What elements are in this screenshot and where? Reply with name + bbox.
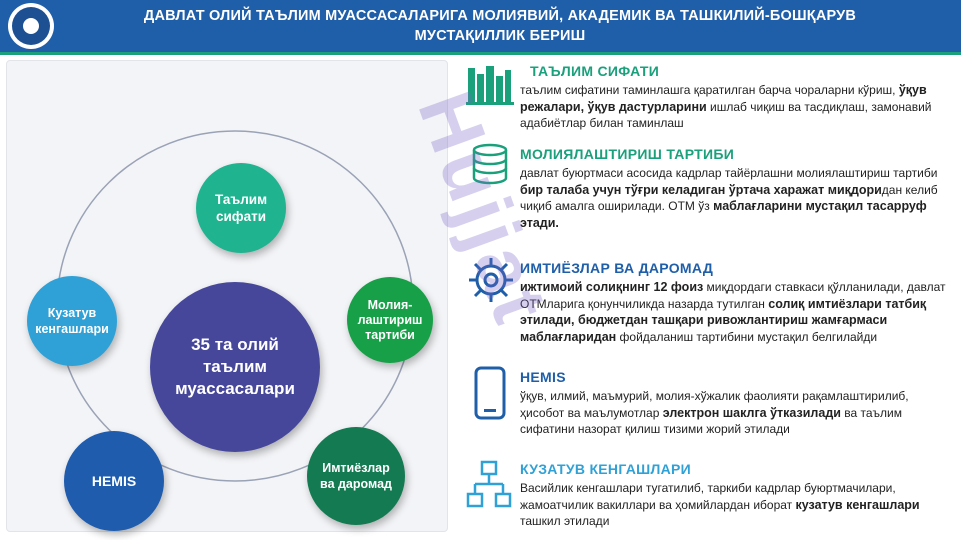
section-text: дан келиб чиқиб амалга оширилади. ОТМ ўз xyxy=(520,182,938,214)
section-title: КУЗАТУВ КЕНГАШЛАРИ xyxy=(520,461,692,477)
section-title: МОЛИЯЛАШТИРИШ ТАРТИБИ xyxy=(520,146,735,162)
node-moliyalashtirish: Молия- лаштириш тартиби xyxy=(347,277,433,363)
section-text: Васийлик кенгашлари тугатилиб, таркиби к… xyxy=(520,481,896,512)
header-bar: ДАВЛАТ ОЛИЙ ТАЪЛИМ МУАССАСАЛАРИГА МОЛИЯВ… xyxy=(0,0,961,52)
section-text: миқдордаги ставкаси қўлланилади, давлат … xyxy=(520,280,946,311)
section-text: давлат буюртмаси асосида кадрлар тайёрла… xyxy=(520,166,938,180)
section-text-bold: маблағларини мустақил тасарруф этади. xyxy=(520,199,927,230)
section-moliyalashtirish: МОЛИЯЛАШТИРИШ ТАРТИБИ давлат буюртмаси а… xyxy=(520,146,950,231)
node-hemis: HEMIS xyxy=(64,431,164,531)
section-text-bold: электрон шаклга ўтказилади xyxy=(662,405,841,420)
section-talim-sifati: ТАЪЛИМ СИФАТИ таълим сифатини таминлашга… xyxy=(520,63,950,132)
org-chart-icon xyxy=(466,460,512,508)
center-node-label: 35 та олий таълим муассасалари xyxy=(175,335,295,398)
section-text: ўқув, илмий, маъмурий, молия-хўжалик фао… xyxy=(520,389,909,420)
title-line-2: МУСТАҚИЛЛИК БЕРИШ xyxy=(414,28,586,44)
section-text: фойдаланиш тартибини мустақил белгилайди xyxy=(616,329,878,344)
section-body: давлат буюртмаси асосида кадрлар тайёрла… xyxy=(520,165,950,231)
gear-icon xyxy=(469,258,513,302)
header-divider xyxy=(0,52,961,55)
section-body: таълим сифатини таминлашга қаратилган ба… xyxy=(520,82,950,132)
section-hemis: HEMIS ўқув, илмий, маъмурий, молия-хўжал… xyxy=(520,369,950,438)
section-text: ишлаб чиқиш ва тасдиқлаш, замонавий адаб… xyxy=(520,99,932,131)
center-node: 35 та олий таълим муассасалари xyxy=(150,282,320,452)
books-icon xyxy=(466,66,514,105)
page-title: ДАВЛАТ ОЛИЙ ТАЪЛИМ МУАССАСАЛАРИГА МОЛИЯВ… xyxy=(60,6,940,46)
node-kuzatuv-kengashlari: Кузатув кенгашлари xyxy=(27,276,117,366)
node-label: Молия- лаштириш тартиби xyxy=(357,297,423,342)
section-text-bold: бир талаба учун тўғри келадиган ўртача х… xyxy=(520,182,882,197)
title-line-1: ДАВЛАТ ОЛИЙ ТАЪЛИМ МУАССАСАЛАРИГА МОЛИЯВ… xyxy=(143,8,857,24)
section-title: ТАЪЛИМ СИФАТИ xyxy=(530,63,660,79)
node-label: Имтиёзлар ва даромад xyxy=(320,461,392,491)
node-talim-sifati: Таълим сифати xyxy=(196,163,286,253)
section-text-bold: солиқ имтиёзлари татбиқ этилади, бюджетд… xyxy=(520,296,927,344)
section-text-bold: кузатув кенгашлари xyxy=(795,497,920,512)
section-title: ИМТИЁЗЛАР ВА ДАРОМАД xyxy=(520,260,714,276)
section-text-bold: ўқув режалари, ўқув дастурларини xyxy=(520,83,927,114)
phone-icon xyxy=(474,366,506,420)
diagram-panel: 35 та олий таълим муассасалари Таълим си… xyxy=(6,60,448,532)
section-imtiyozlar: ИМТИЁЗЛАР ВА ДАРОМАД ижтимоий солиқнинг … xyxy=(520,260,950,345)
coins-icon xyxy=(472,143,508,185)
section-kuzatuv: КУЗАТУВ КЕНГАШЛАРИ Васийлик кенгашлари т… xyxy=(520,461,950,530)
node-label: HEMIS xyxy=(91,473,137,489)
section-title: HEMIS xyxy=(520,369,566,385)
section-text: ва таълим сифатини назорат қилиш тизими … xyxy=(520,405,903,437)
node-imtiyozlar: Имтиёзлар ва даромад xyxy=(307,427,405,525)
section-body: ўқув, илмий, маъмурий, молия-хўжалик фао… xyxy=(520,388,950,438)
ministry-logo xyxy=(8,3,54,49)
section-text-bold: ижтимоий солиқнинг 12 фоиз xyxy=(520,280,704,294)
node-label: Таълим сифати xyxy=(214,192,268,224)
section-body: ижтимоий солиқнинг 12 фоиз миқдордаги ст… xyxy=(520,279,950,345)
section-body: Васийлик кенгашлари тугатилиб, таркиби к… xyxy=(520,480,950,530)
section-text: ташкил этилади xyxy=(520,514,610,528)
section-text: таълим сифатини таминлашга қаратилган ба… xyxy=(520,83,899,97)
node-label: Кузатув кенгашлари xyxy=(35,306,109,336)
